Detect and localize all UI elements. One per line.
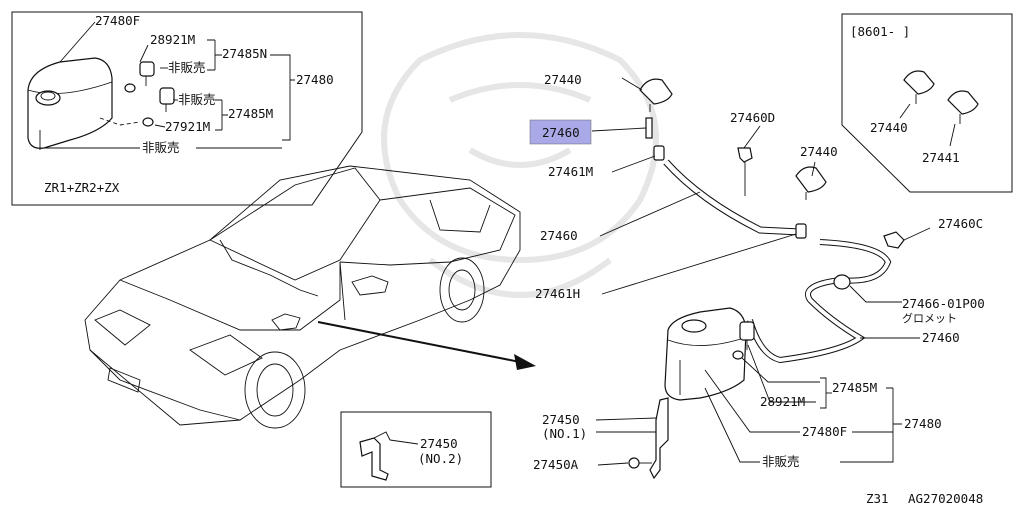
label-27450-inset[interactable]: 27450 xyxy=(420,436,458,451)
pump-lower xyxy=(142,87,175,127)
reservoir-tank-small xyxy=(27,57,113,150)
label-27450A[interactable]: 27450A xyxy=(533,457,579,472)
main-assembly: 27440 27460 27460D 27461M 27440 27460 27… xyxy=(529,72,985,480)
label-27450-no2: (NO.2) xyxy=(418,451,463,466)
label-grommet-note: グロメット xyxy=(902,311,957,325)
label-27460C[interactable]: 27460C xyxy=(938,216,983,231)
joint-27461H xyxy=(795,223,807,239)
label-date-note: [8601- ] xyxy=(850,24,910,39)
watermark-emblem xyxy=(381,32,659,298)
label-27460D[interactable]: 27460D xyxy=(730,110,775,125)
label-model-note: ZR1+ZR2+ZX xyxy=(44,180,120,195)
label-27921M-inset: 27921M xyxy=(165,119,210,134)
pump-28921M xyxy=(732,321,755,360)
label-not-sold-3: 非販売 xyxy=(142,140,180,155)
footer-code: AG27020048 xyxy=(908,491,983,506)
label-27461H[interactable]: 27461H xyxy=(535,286,580,301)
pump-upper xyxy=(124,61,155,93)
label-27440-inset: 27440 xyxy=(870,120,908,135)
inset-topright-frame xyxy=(841,13,1013,193)
label-28921M-inset: 28921M xyxy=(150,32,195,47)
label-27440-top[interactable]: 27440 xyxy=(544,72,582,87)
bolt-27450A xyxy=(628,457,652,469)
label-not-sold-1: 非販売 xyxy=(168,60,206,75)
highlight-box[interactable] xyxy=(529,119,592,145)
label-27460-lower[interactable]: 27460 xyxy=(922,330,960,345)
label-27485M-inset: 27485M xyxy=(228,106,273,121)
label-27460-hose[interactable]: 27460 xyxy=(540,228,578,243)
label-27450-no1: (NO.1) xyxy=(542,426,587,441)
label-27480-inset: 27480 xyxy=(296,72,334,87)
label-27461M[interactable]: 27461M xyxy=(548,164,593,179)
arrow-to-detail xyxy=(317,321,536,370)
inset-topright: [8601- ] 27440 27441 xyxy=(841,13,1013,193)
car-illustration xyxy=(84,165,521,429)
label-not-sold: 非販売 xyxy=(762,454,800,469)
clip-27460C xyxy=(883,231,905,249)
label-27466[interactable]: 27466-01P00 xyxy=(902,296,985,311)
nozzle-27441-inset xyxy=(947,90,979,124)
footer-model: Z31 xyxy=(866,491,889,506)
bracket-27450-no1 xyxy=(649,397,669,480)
inset-topleft: 27480F 28921M 27485N 27480 非販売 非販売 27921… xyxy=(11,11,363,206)
nozzle-27440-top xyxy=(639,78,673,112)
inset-bottom-frame xyxy=(340,411,492,488)
tube-27460 xyxy=(645,117,653,139)
label-28921M[interactable]: 28921M xyxy=(760,394,805,409)
label-not-sold-2: 非販売 xyxy=(178,92,216,107)
bracket-27450-no2 xyxy=(359,431,391,481)
label-27440-mid[interactable]: 27440 xyxy=(800,144,838,159)
clip-27460D xyxy=(737,147,753,196)
label-27480F-inset: 27480F xyxy=(95,13,140,28)
label-27441-inset: 27441 xyxy=(922,150,960,165)
nozzle-27440-mid xyxy=(795,166,827,200)
label-27450[interactable]: 27450 xyxy=(542,412,580,427)
label-27485M[interactable]: 27485M xyxy=(832,380,877,395)
label-27485N-inset: 27485N xyxy=(222,46,267,61)
label-27460-highlight[interactable]: 27460 xyxy=(542,125,580,140)
reservoir-tank-main xyxy=(664,307,747,401)
label-27480[interactable]: 27480 xyxy=(904,416,942,431)
label-27480F[interactable]: 27480F xyxy=(802,424,847,439)
nozzle-27440-inset xyxy=(903,70,935,104)
inset-bottom: 27450 (NO.2) xyxy=(340,411,492,488)
connector-27461M xyxy=(653,145,665,161)
grommet-27466 xyxy=(833,274,851,290)
